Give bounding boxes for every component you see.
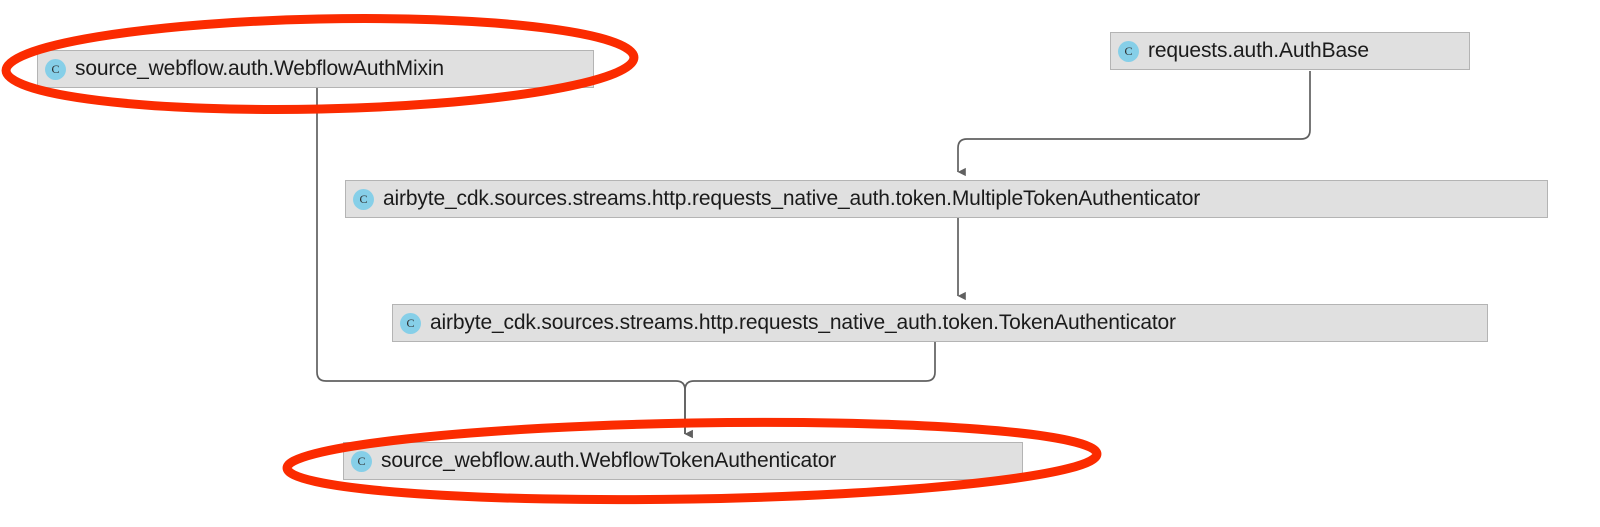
class-node-requests-auth-base[interactable]: C requests.auth.AuthBase: [1110, 32, 1470, 70]
class-icon: C: [45, 58, 66, 80]
class-node-webflow-auth-mixin[interactable]: C source_webflow.auth.WebflowAuthMixin: [37, 50, 594, 88]
class-node-token-authenticator[interactable]: C airbyte_cdk.sources.streams.http.reque…: [392, 304, 1488, 342]
class-node-label: source_webflow.auth.WebflowTokenAuthenti…: [381, 449, 837, 472]
edge-mixin-to-webflowtoken: [316, 88, 693, 439]
class-node-multiple-token-authenticator[interactable]: C airbyte_cdk.sources.streams.http.reque…: [345, 180, 1548, 218]
class-node-label: airbyte_cdk.sources.streams.http.request…: [383, 187, 1201, 210]
class-node-label: source_webflow.auth.WebflowAuthMixin: [75, 57, 444, 80]
class-icon: C: [353, 188, 374, 210]
edge-authbase-to-multipletoken: [957, 71, 1311, 177]
class-icon: C: [400, 312, 421, 334]
class-node-webflow-token-authenticator[interactable]: C source_webflow.auth.WebflowTokenAuthen…: [343, 442, 1023, 480]
class-node-label: requests.auth.AuthBase: [1148, 39, 1369, 62]
class-icon: C: [351, 450, 372, 472]
class-icon: C: [1118, 40, 1139, 62]
edge-token-to-webflowtoken: [684, 342, 936, 439]
class-node-label: airbyte_cdk.sources.streams.http.request…: [430, 311, 1176, 334]
